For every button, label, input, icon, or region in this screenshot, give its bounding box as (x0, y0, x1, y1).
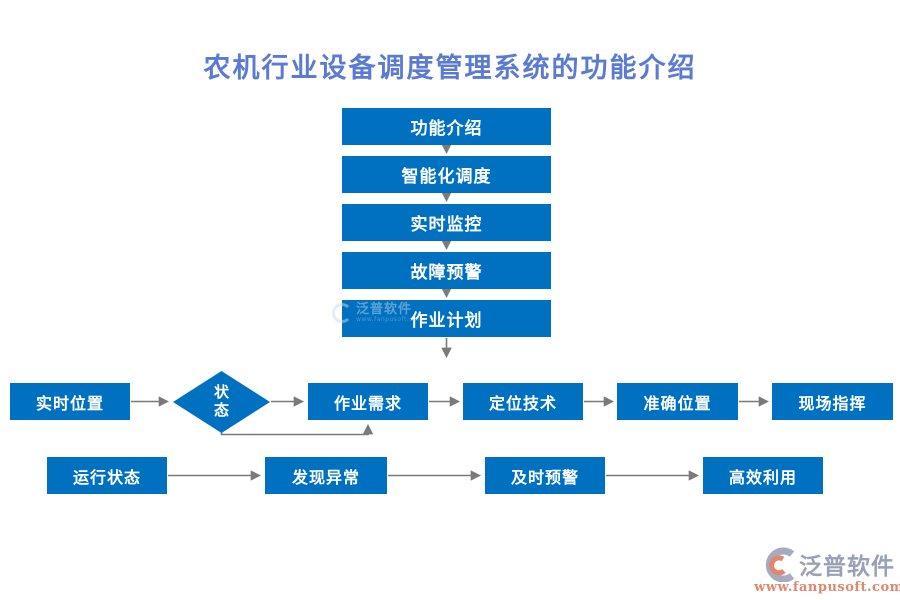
flow-node-find-abnormality: 发现异常 (265, 457, 387, 494)
flow-node-realtime-location: 实时位置 (10, 383, 130, 420)
flow-node-onsite-command: 现场指挥 (772, 383, 893, 420)
brand-url: www.fanpusoft.com (754, 580, 900, 595)
flow-node-fault-warning: 故障预警 (342, 252, 551, 289)
flow-node-efficient-use: 高效利用 (703, 457, 823, 494)
brand-name: 泛普软件 (799, 554, 895, 580)
flow-node-realtime-monitoring: 实时监控 (342, 204, 551, 241)
page-title: 农机行业设备调度管理系统的功能介绍 (203, 53, 697, 84)
flow-node-positioning-tech: 定位技术 (463, 383, 583, 420)
flow-node-timely-warning: 及时预警 (485, 457, 605, 494)
flow-node-work-demand: 作业需求 (308, 383, 428, 420)
flow-node-accurate-location: 准确位置 (617, 383, 738, 420)
flow-node-intelligent-scheduling: 智能化调度 (342, 156, 551, 193)
decision-label: 状态 (212, 384, 230, 420)
flow-node-work-plan: 作业计划 (342, 300, 551, 337)
brand-logo: 泛普软件 www.fanpusoft.com (754, 546, 900, 595)
brand-logo-icon (765, 547, 795, 582)
flow-node-function-intro: 功能介绍 (342, 108, 551, 145)
flow-node-running-status: 运行状态 (47, 457, 167, 494)
